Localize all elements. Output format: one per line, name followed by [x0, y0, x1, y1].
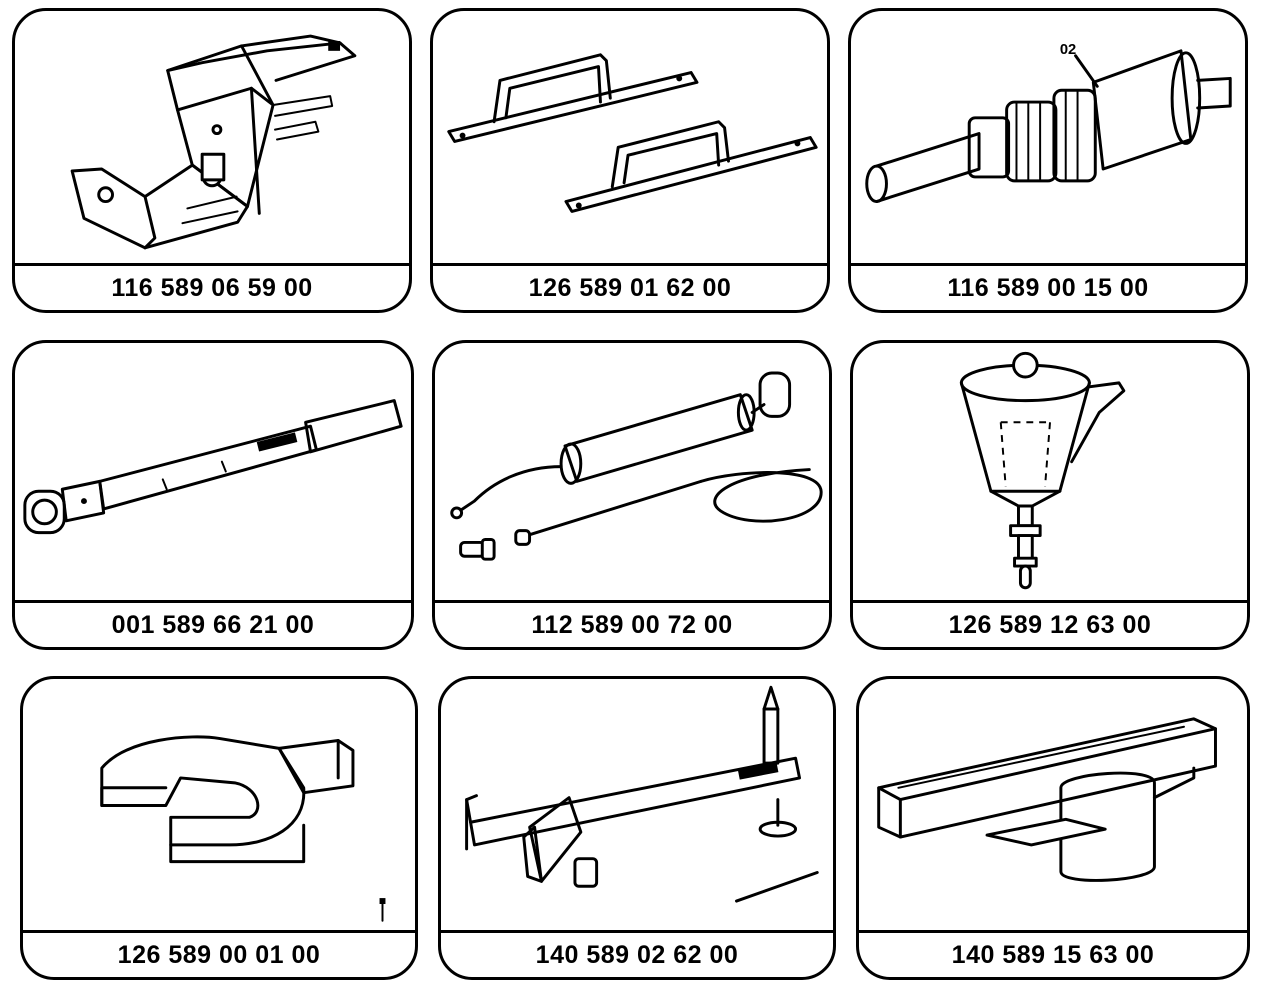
- callout-label: 02: [1060, 42, 1076, 58]
- engine-support-bracket-icon: [15, 11, 409, 266]
- part-number: 112 589 00 72 00: [531, 611, 733, 639]
- tool-card-4: 001 589 66 21 00: [12, 340, 414, 650]
- filling-funnel-icon: [853, 343, 1247, 603]
- tool-card-9: 140 589 15 63 00: [856, 676, 1250, 980]
- divider: [441, 930, 833, 933]
- tool-card-8: 140 589 02 62 00: [438, 676, 836, 980]
- tool-card-1: 116 589 06 59 00: [12, 8, 412, 313]
- divider: [23, 930, 415, 933]
- part-number: 126 589 01 62 00: [528, 274, 732, 302]
- open-end-wrench-insert-icon: [23, 679, 415, 933]
- holding-fixture-icon: [859, 679, 1247, 933]
- part-number: 140 589 02 62 00: [535, 941, 739, 969]
- divider: [853, 600, 1247, 603]
- tool-card-3: 02 116 589 00 15 00: [848, 8, 1248, 313]
- divider: [15, 600, 411, 603]
- part-number: 126 589 12 63 00: [948, 611, 1152, 639]
- tool-card-7: 126 589 00 01 00: [20, 676, 418, 980]
- part-number: 001 589 66 21 00: [111, 611, 315, 639]
- divider: [851, 263, 1245, 266]
- part-number: 116 589 00 15 00: [947, 274, 1149, 302]
- part-number: 116 589 06 59 00: [111, 274, 313, 302]
- torque-wrench-icon: [15, 343, 411, 603]
- measuring-bar-icon: [441, 679, 833, 933]
- tool-card-6: 126 589 12 63 00: [850, 340, 1250, 650]
- tool-card-5: 112 589 00 72 00: [432, 340, 832, 650]
- divider: [859, 930, 1247, 933]
- tool-card-2: 126 589 01 62 00: [430, 8, 830, 313]
- part-number: 126 589 00 01 00: [117, 941, 321, 969]
- divider: [15, 263, 409, 266]
- suction-syringe-icon: [435, 343, 829, 603]
- divider: [433, 263, 827, 266]
- part-number: 140 589 15 63 00: [951, 941, 1155, 969]
- divider: [435, 600, 829, 603]
- handle-bars-icon: [433, 11, 827, 266]
- press-tool-icon: 02: [851, 11, 1245, 266]
